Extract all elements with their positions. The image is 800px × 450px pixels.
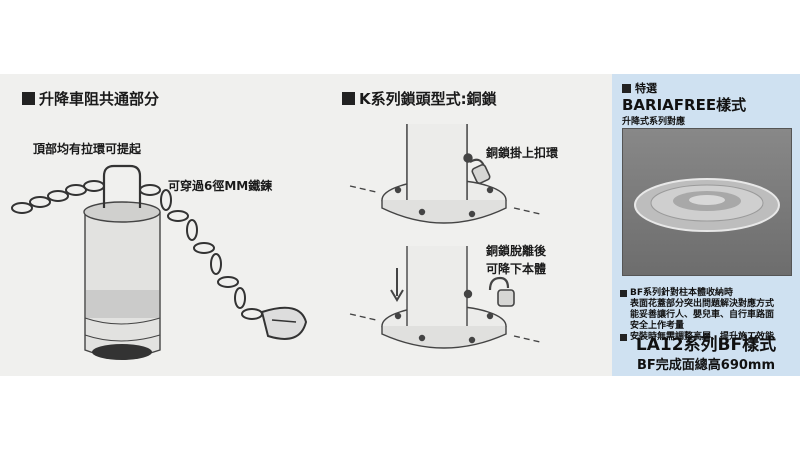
label-lock-off-line2: 可降下本體 xyxy=(486,262,547,276)
sidebar-height: BF完成面總高690mm xyxy=(636,358,776,373)
sidebar-title: BARIAFREE樣式 xyxy=(622,96,747,114)
square-bullet-icon xyxy=(22,92,35,105)
label-lock-on: 銅鎖掛上扣環 xyxy=(486,146,559,160)
label-top-ring: 頂部均有拉環可提起 xyxy=(33,142,142,156)
square-bullet-icon xyxy=(622,83,631,93)
sidebar-tag-text: 特選 xyxy=(635,82,657,95)
note1-line4: 安全上作考量 xyxy=(630,321,685,331)
flush-cover-image xyxy=(634,178,780,232)
note1-line3: 能妥善讓行人、嬰兒車、自行車路面 xyxy=(630,310,775,320)
lock-illustration xyxy=(349,124,541,349)
square-bullet-icon xyxy=(342,92,355,105)
sidebar-subtitle: 升降式系列對應 xyxy=(622,117,686,127)
label-lock-off-line1: 銅鎖脫離後 xyxy=(486,244,547,258)
left-heading-text: 升降車阻共通部分 xyxy=(39,90,160,108)
square-bullet-icon xyxy=(620,290,627,297)
note2: 安裝時無需調整高層、提升施工效能 xyxy=(630,332,775,342)
middle-heading-text: K系列鎖頭型式:銅鎖 xyxy=(359,90,497,108)
square-bullet-icon xyxy=(620,334,627,341)
flush-cover-photo xyxy=(622,128,792,276)
left-section-heading: 升降車阻共通部分 xyxy=(22,88,159,109)
sidebar-tag: 特選 xyxy=(622,80,657,96)
sidebar-notes: BF系列針對柱本體收納時 表面花蓋部分突出問題解決對應方式 能妥善讓行人、嬰兒車… xyxy=(620,288,774,343)
note1-line2: 表面花蓋部分突出問題解決對應方式 xyxy=(630,299,775,309)
bollard-chain-illustration xyxy=(11,164,308,360)
sidebar-model: LA12系列BF樣式 xyxy=(635,335,777,355)
bariafree-sidebar: 特選 BARIAFREE樣式 升降式系列對應 BF系列針對柱本體收納時 表面花蓋… xyxy=(612,74,800,376)
label-chain: 可穿過6徑MM鐵鍊 xyxy=(168,179,273,193)
note1-line1: BF系列針對柱本體收納時 xyxy=(630,288,734,298)
middle-section-heading: K系列鎖頭型式:銅鎖 xyxy=(342,88,497,109)
